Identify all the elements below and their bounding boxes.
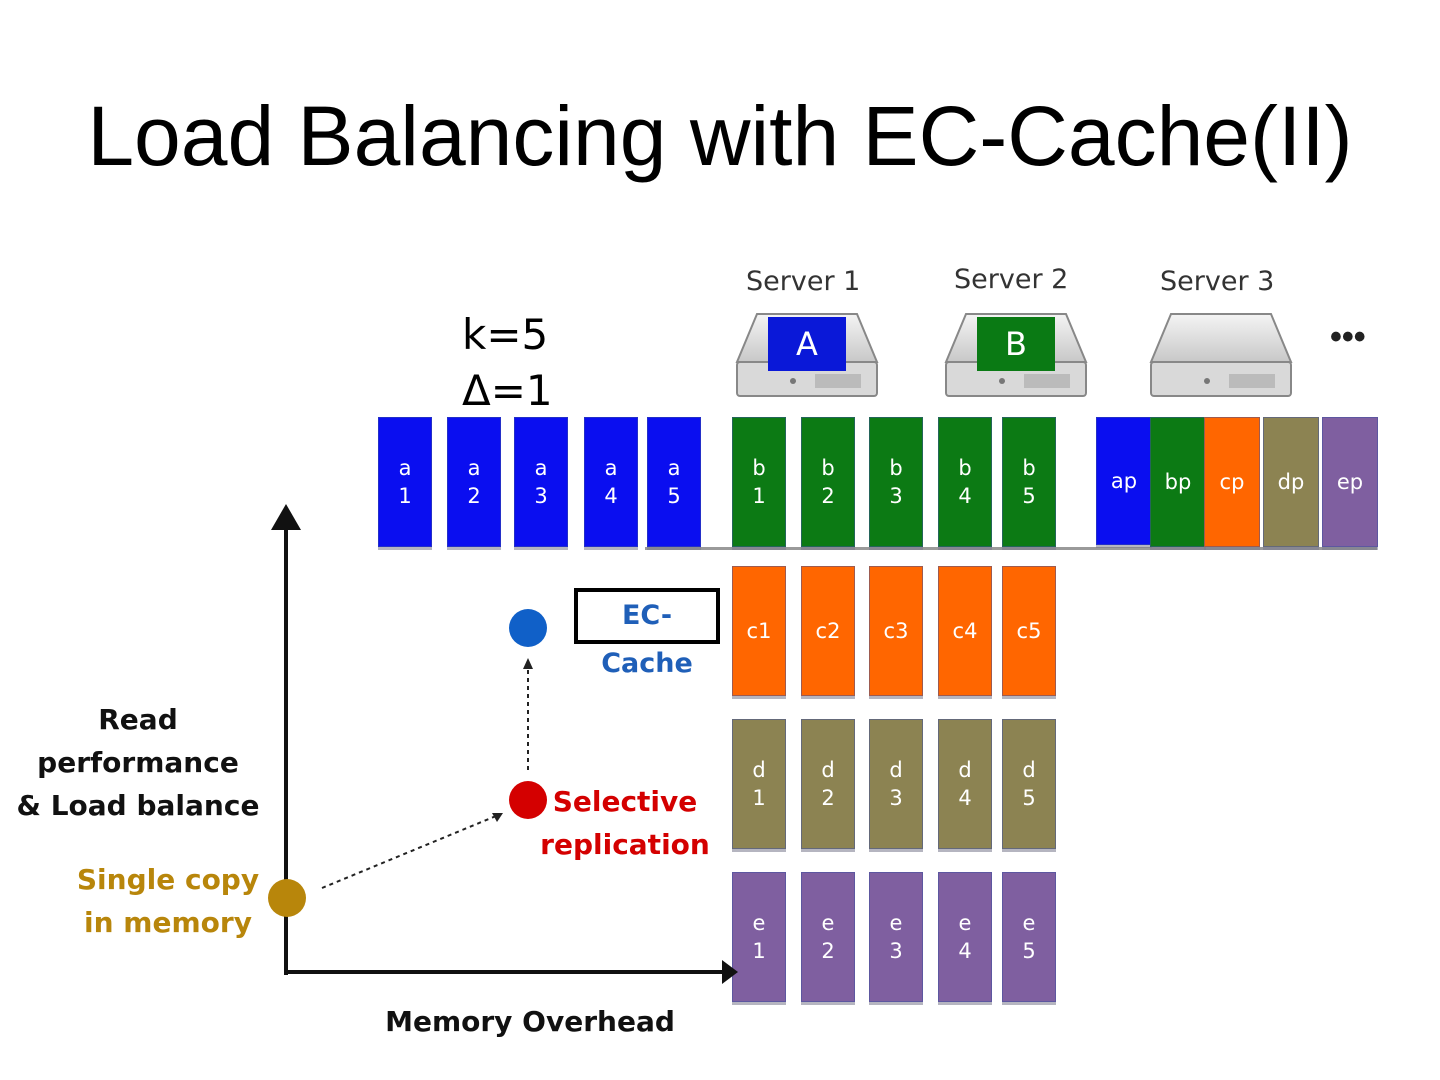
object-b-box: B: [977, 317, 1055, 371]
chunk-b2: b 2: [801, 417, 855, 547]
chunk-d4: d 4: [938, 719, 992, 849]
server-2-label: Server 2: [954, 264, 1069, 295]
param-delta: Δ=1: [462, 366, 553, 415]
parity-chunk-cp: cp: [1204, 417, 1260, 547]
single-copy-label: Single copy in memory: [76, 863, 260, 939]
chunk-c2: c2: [801, 566, 855, 696]
chunk-b1: b 1: [732, 417, 786, 547]
chunk-a3: a 3: [514, 417, 568, 547]
chunk-c5: c5: [1002, 566, 1056, 696]
divider-line: [645, 547, 1377, 550]
chunk-e3: e 3: [869, 872, 923, 1002]
chunk-c4: c4: [938, 566, 992, 696]
chunk-b5: b 5: [1002, 417, 1056, 547]
more-servers-icon: •••: [1330, 318, 1366, 356]
parity-chunk-ep: ep: [1322, 417, 1378, 547]
x-axis: [284, 970, 729, 974]
server-3-label: Server 3: [1160, 266, 1275, 297]
server-3-icon: [1149, 313, 1293, 397]
chunk-b3: b 3: [869, 417, 923, 547]
chunk-a1: a 1: [378, 417, 432, 547]
chunk-d3: d 3: [869, 719, 923, 849]
chunk-e5: e 5: [1002, 872, 1056, 1002]
chunk-d5: d 5: [1002, 719, 1056, 849]
chunk-e2: e 2: [801, 872, 855, 1002]
chunk-d1: d 1: [732, 719, 786, 849]
chunk-d2: d 2: [801, 719, 855, 849]
chunk-c1: c1: [732, 566, 786, 696]
chunk-c3: c3: [869, 566, 923, 696]
chunk-a5: a 5: [647, 417, 701, 547]
chunk-e1: e 1: [732, 872, 786, 1002]
single-copy-point: [268, 879, 306, 917]
param-k: k=5: [462, 310, 549, 359]
object-a-box: A: [768, 317, 846, 371]
ec-cache-label: EC-Cache: [574, 588, 720, 679]
chunk-e4: e 4: [938, 872, 992, 1002]
chunk-a2: a 2: [447, 417, 501, 547]
parity-chunk-dp: dp: [1263, 417, 1319, 547]
slide-title: Load Balancing with EC-Cache(II): [87, 89, 1353, 183]
arrow-single-to-selective: [321, 815, 497, 889]
y-axis-label: Read performance & Load balance: [16, 703, 260, 822]
y-axis-arrow-icon: [271, 504, 301, 530]
y-axis: [284, 520, 288, 975]
selective-replication-point: [509, 781, 547, 819]
server-1-label: Server 1: [746, 266, 861, 297]
ec-cache-point: [509, 609, 547, 647]
selective-replication-label: Selective replication: [540, 785, 710, 861]
x-axis-arrow-icon: [722, 960, 738, 984]
chunk-a4: a 4: [584, 417, 638, 547]
x-axis-label: Memory Overhead: [385, 1005, 675, 1038]
parity-chunk-bp: bp: [1150, 417, 1206, 547]
chunk-b4: b 4: [938, 417, 992, 547]
